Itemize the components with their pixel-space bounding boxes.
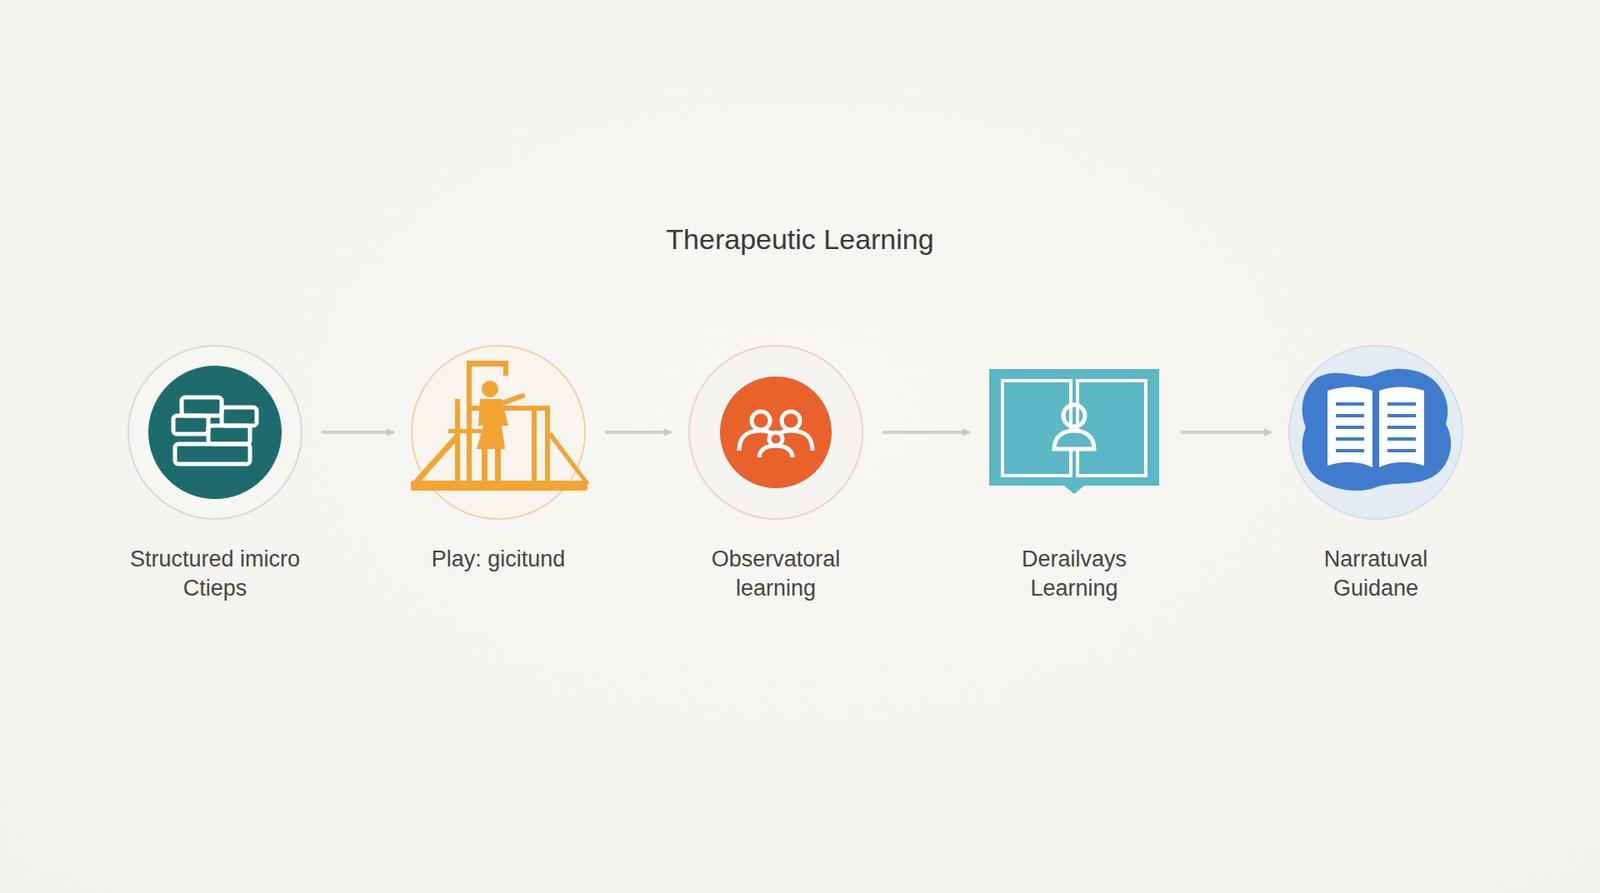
diagram-title: Therapeutic Learning [0, 223, 1600, 256]
step-node: Play: gicitund [406, 345, 590, 575]
step-label: Narratuval Guidane [1280, 545, 1472, 604]
flow-arrow [1180, 430, 1271, 435]
flow-arrow [321, 430, 394, 435]
step-label: Derailvays Learning [978, 545, 1170, 604]
step-icon [684, 345, 868, 520]
step-icon [1284, 345, 1468, 520]
step-node: Structured imicro Ctieps [123, 345, 307, 604]
flow-arrow [605, 430, 671, 435]
step-icon [123, 345, 307, 520]
step-label: Structured imicro Ctieps [119, 545, 311, 604]
step-node: Narratuval Guidane [1284, 345, 1468, 604]
step-label: Observatoral learning [680, 545, 872, 604]
step-icon [982, 345, 1166, 520]
step-node: Derailvays Learning [982, 345, 1166, 604]
step-icon [406, 345, 590, 520]
flow-arrow [882, 430, 970, 435]
step-node: Observatoral learning [684, 345, 868, 604]
step-label: Play: gicitund [402, 545, 595, 575]
